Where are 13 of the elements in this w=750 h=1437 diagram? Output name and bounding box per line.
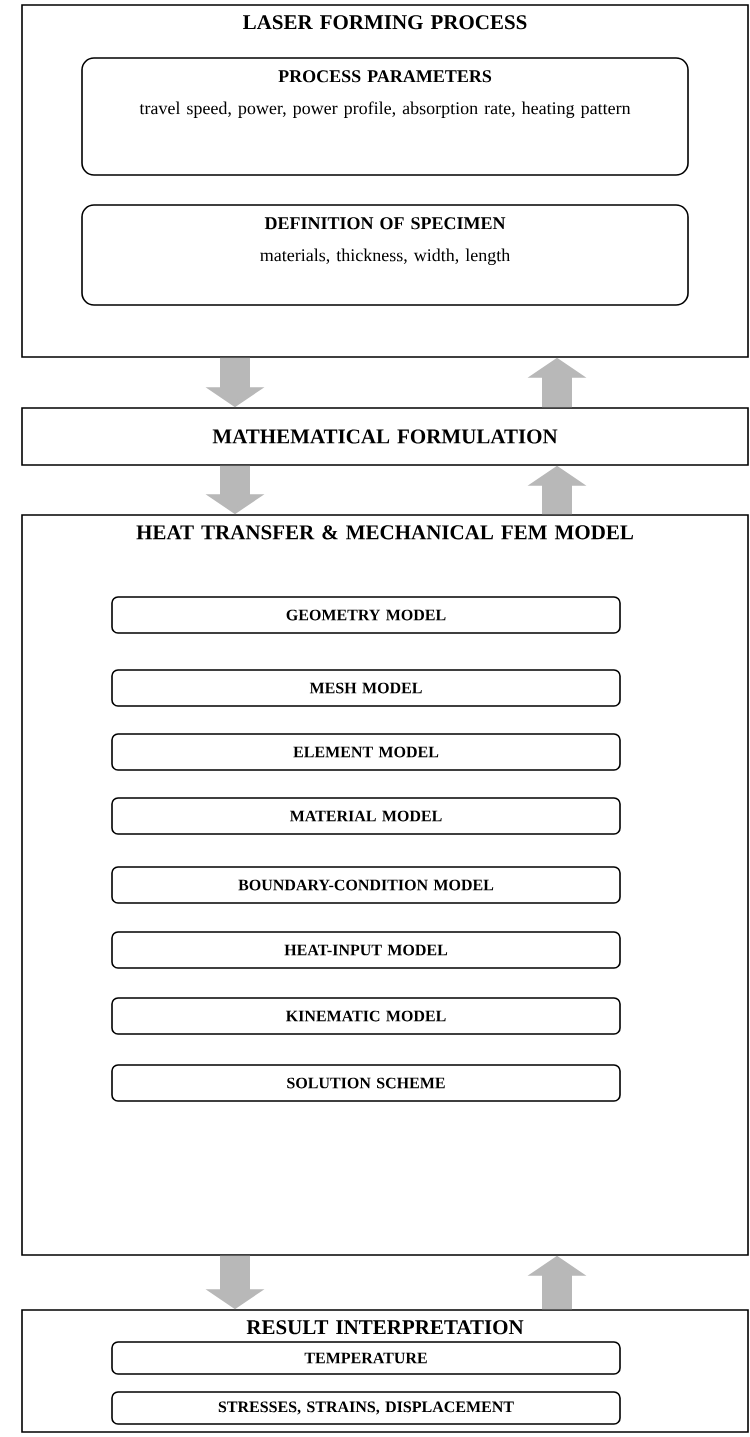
rounded-box: TEMPERATURE bbox=[111, 1341, 621, 1375]
rounded-box: KINEMATIC MODEL bbox=[111, 997, 621, 1035]
process-box: MATHEMATICAL FORMULATION bbox=[21, 407, 749, 466]
rounded-box: BOUNDARY-CONDITION MODEL bbox=[111, 866, 621, 904]
rounded-box: MATERIAL MODEL bbox=[111, 797, 621, 835]
rounded-box: MESH MODEL bbox=[111, 669, 621, 707]
rounded-box: DEFINITION OF SPECIMEN materials, thickness, width, length bbox=[81, 204, 689, 306]
rounded-box: GEOMETRY MODEL bbox=[111, 596, 621, 634]
rounded-box: PROCESS PARAMETERS travel speed, power, power profile, absorption rate, heating pattern bbox=[81, 57, 689, 176]
rounded-box: ELEMENT MODEL bbox=[111, 733, 621, 771]
rounded-box: STRESSES, STRAINS, DISPLACEMENT bbox=[111, 1391, 621, 1425]
rounded-box: HEAT-INPUT MODEL bbox=[111, 931, 621, 969]
rounded-box: SOLUTION SCHEME bbox=[111, 1064, 621, 1102]
